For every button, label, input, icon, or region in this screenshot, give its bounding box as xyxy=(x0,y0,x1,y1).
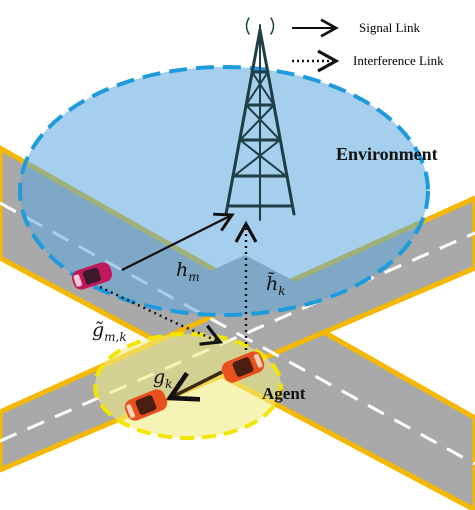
signal-link-gk xyxy=(165,370,223,402)
lane-marking-b xyxy=(0,231,475,443)
label-hm-base: h xyxy=(176,259,188,281)
car-icon xyxy=(124,389,168,421)
agent-label: Agent xyxy=(262,384,306,403)
legend-signal-label: Signal Link xyxy=(359,20,421,35)
label-gk: gk xyxy=(153,366,172,391)
environment-region xyxy=(18,65,430,317)
agent-region xyxy=(93,332,283,440)
label-hm: hm xyxy=(176,259,200,284)
signal-link-hm xyxy=(121,212,235,271)
environment-label: Environment xyxy=(336,144,438,164)
label-hm-sub: m xyxy=(188,270,199,284)
label-gk-base: g xyxy=(153,366,165,388)
car-icon xyxy=(71,262,113,290)
label-gmk: g̃m,k xyxy=(92,319,127,344)
label-hk-sub: k xyxy=(278,284,285,298)
label-gmk-base: g̃ xyxy=(92,319,104,341)
label-hk-base: h̃ xyxy=(266,272,278,295)
label-hk: h̃k xyxy=(266,272,286,298)
label-gk-sub: k xyxy=(165,377,172,391)
legend-interference-label: Interference Link xyxy=(353,53,444,68)
legend: Signal Link Interference Link xyxy=(292,18,444,73)
tower-icon xyxy=(224,17,296,221)
label-gmk-sub: m,k xyxy=(104,330,126,344)
car-icon xyxy=(221,351,265,383)
